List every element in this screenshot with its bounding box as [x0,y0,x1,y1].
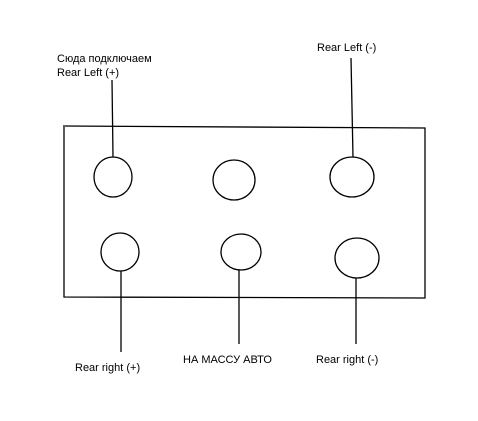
pin-rear-right-plus [100,232,140,272]
label-rear-right-plus: Rear right (+) [75,362,140,374]
label-rear-right-minus: Rear right (-) [316,354,378,366]
pin-rear-right-minus [334,237,380,279]
leader-rear-left-minus [350,57,354,158]
label-ground: НА МАССУ АВТО [183,354,272,366]
label-rear-left-plus-line1: Сюда подключаем [57,53,152,65]
pin-rear-left-plus [93,156,133,198]
leader-rear-left-plus [111,79,114,158]
pin-top-middle [212,159,256,201]
pin-rear-left-minus [329,156,375,198]
pin-ground [220,233,262,271]
label-rear-left-minus: Rear Left (-) [317,42,376,54]
connector-housing [62,125,426,299]
label-rear-left-plus-line2: Rear Left (+) [57,67,119,79]
